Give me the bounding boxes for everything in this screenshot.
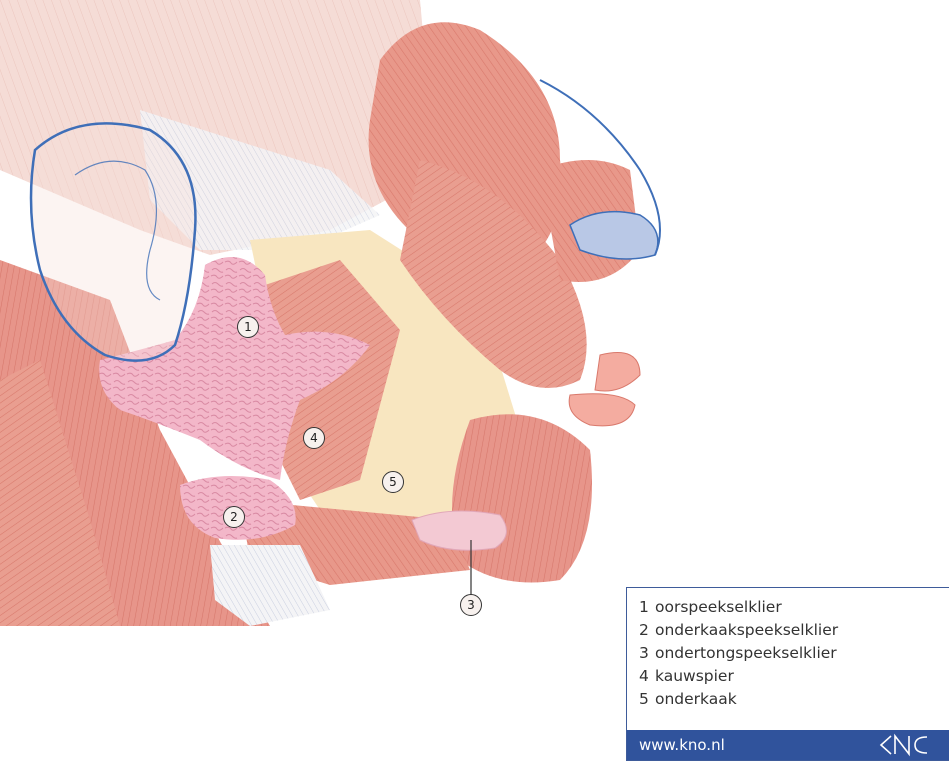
legend-label: ondertongspeekselklier — [655, 644, 837, 662]
kno-logo-icon — [879, 733, 949, 757]
legend-number: 3 — [639, 642, 655, 665]
marker-4: 4 — [303, 427, 325, 449]
legend-number: 2 — [639, 619, 655, 642]
website-link[interactable]: www.kno.nl — [627, 736, 725, 754]
legend-label: onderkaakspeekselklier — [655, 621, 838, 639]
legend-number: 4 — [639, 665, 655, 688]
legend-label: oorspeekselklier — [655, 598, 782, 616]
legend-number: 5 — [639, 688, 655, 711]
legend-footer: www.kno.nl — [627, 730, 949, 760]
marker-3: 3 — [460, 594, 482, 616]
legend-label: onderkaak — [655, 690, 737, 708]
marker-5: 5 — [382, 471, 404, 493]
marker-1: 1 — [237, 316, 259, 338]
marker-2: 2 — [223, 506, 245, 528]
legend-label: kauwspier — [655, 667, 734, 685]
legend-number: 1 — [639, 596, 655, 619]
